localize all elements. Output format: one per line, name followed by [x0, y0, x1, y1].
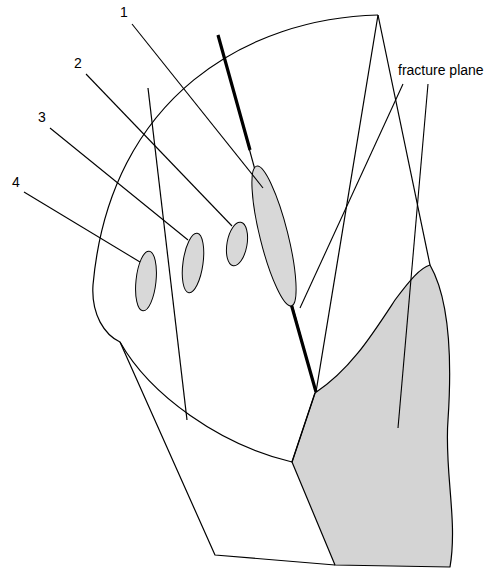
section-line: [148, 88, 187, 420]
specimen-face: [93, 15, 378, 462]
callout-number: 3: [38, 110, 46, 125]
section-line: [218, 35, 316, 392]
specimen-edge: [378, 15, 430, 265]
leader-line: [50, 128, 188, 240]
callout-number: 4: [12, 175, 20, 190]
leader-line: [132, 24, 263, 188]
leader-line: [86, 74, 232, 226]
section-line: [316, 15, 378, 392]
zone-ellipse: [223, 221, 250, 268]
leader-line: [398, 84, 428, 428]
zone-ellipse: [133, 250, 159, 312]
zone-ellipse: [243, 163, 305, 309]
section-line-bold: [218, 35, 316, 392]
leader-line: [24, 192, 140, 262]
zone-ellipse: [179, 232, 207, 294]
callout-number: 2: [74, 56, 82, 71]
fracture-surface: [292, 265, 453, 567]
callout-number: 1: [120, 5, 128, 20]
part-label: fracture plane: [398, 63, 484, 78]
leader-line: [300, 84, 403, 308]
specimen-side: [120, 342, 335, 565]
